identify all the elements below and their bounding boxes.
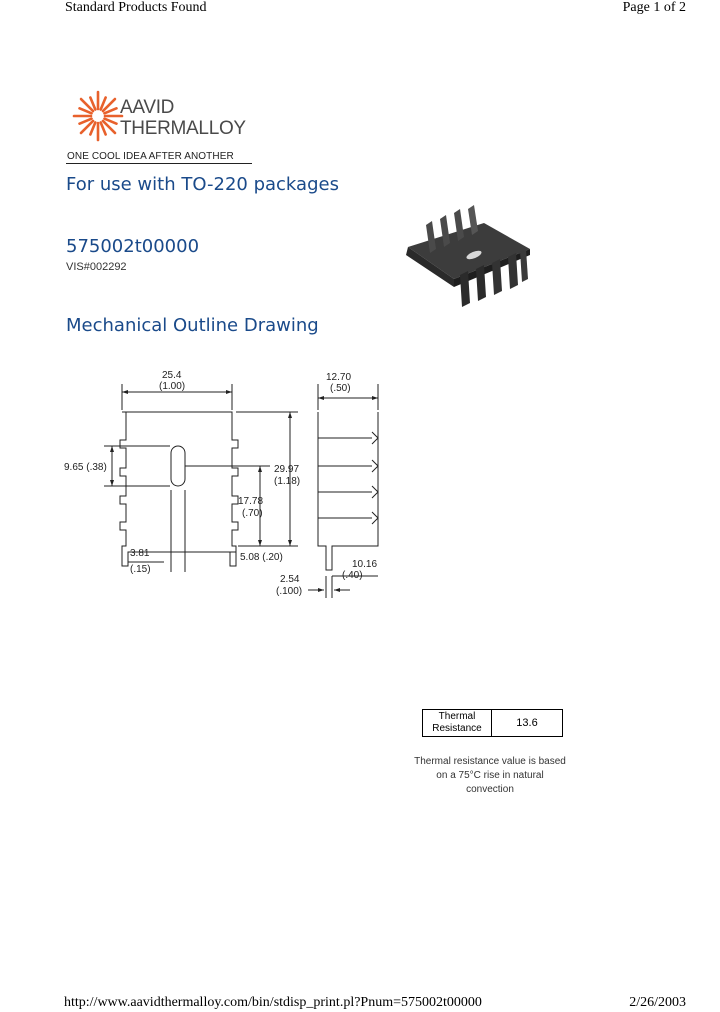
heatsink-photo (406, 205, 530, 307)
sunburst-ray (101, 119, 117, 135)
thermal-resistance-table: Thermal Resistance 13.6 (422, 709, 563, 737)
sunburst-ray (89, 121, 97, 136)
note-line1: Thermal resistance value is based (414, 756, 566, 767)
thermal-resistance-note: Thermal resistance value is based on a 7… (400, 755, 580, 797)
sunburst-ray (78, 107, 93, 115)
dim-slot-position: 9.65 (.38) (64, 462, 107, 473)
dim-pitch-mm: 2.54 (280, 574, 300, 585)
product-subtitle: For use with TO-220 packages (66, 174, 339, 195)
sunburst-ray (79, 97, 95, 113)
thermal-label-line1: Thermal (438, 711, 476, 722)
part-number: 575002t00000 (66, 236, 200, 257)
sunburst-ray (103, 107, 118, 115)
dim-width-mm: 25.4 (162, 370, 182, 381)
print-footer-url: http://www.aavidthermalloy.com/bin/stdis… (64, 995, 482, 1010)
logo-divider (66, 163, 252, 164)
dim-width-in: (1.00) (159, 381, 185, 392)
thermal-resistance-value: 13.6 (491, 709, 563, 737)
logo-tagline: ONE COOL IDEA AFTER ANOTHER (67, 151, 234, 162)
note-line2: on a 75°C rise in natural (436, 770, 544, 781)
dim-height-in: (1.18) (274, 476, 300, 487)
dim-height-mm: 29.97 (274, 464, 299, 475)
dim-tab-depth-mm: 10.16 (352, 559, 377, 570)
dim-tab-left-mm: 3.81 (130, 548, 150, 559)
sunburst-icon (72, 90, 124, 142)
dim-tab-depth-in: (.40) (342, 570, 363, 581)
sunburst-ray (78, 117, 93, 125)
mechanical-outline-drawing: 25.4 (1.00) 12.70 (.50) 9.65 (.38) 29.97… (64, 370, 379, 598)
thermal-resistance-label: Thermal Resistance (422, 709, 492, 737)
sunburst-ray (101, 97, 117, 113)
note-line3: convection (466, 784, 514, 795)
dim-pitch-in: (.100) (276, 586, 302, 597)
sunburst-ray (79, 119, 95, 135)
print-footer-date: 2/26/2003 (629, 995, 686, 1010)
logo-wordmark-line2: THERMALLOY (120, 118, 246, 139)
table-row: Thermal Resistance 13.6 (422, 709, 563, 737)
sunburst-ray (89, 96, 97, 111)
sunburst-ray (103, 117, 118, 125)
vis-number: VIS#002292 (66, 261, 127, 273)
sunburst-ray (99, 121, 107, 136)
thermal-label-line2: Resistance (432, 723, 482, 734)
dim-hole-in: (.70) (242, 508, 263, 519)
dim-tab-right: 5.08 (.20) (240, 552, 283, 563)
print-header-title: Standard Products Found (65, 0, 207, 15)
dim-tab-left-in: (.15) (130, 564, 151, 575)
dim-hole-mm: 17.78 (238, 496, 263, 507)
dim-depth-mm: 12.70 (326, 372, 351, 383)
sunburst-ray (99, 96, 107, 111)
aavid-thermalloy-logo (72, 90, 124, 142)
logo-wordmark-line1: AAVID (120, 97, 175, 118)
dim-depth-in: (.50) (330, 383, 351, 394)
print-header-page: Page 1 of 2 (622, 0, 686, 15)
drawing-title: Mechanical Outline Drawing (66, 315, 319, 336)
